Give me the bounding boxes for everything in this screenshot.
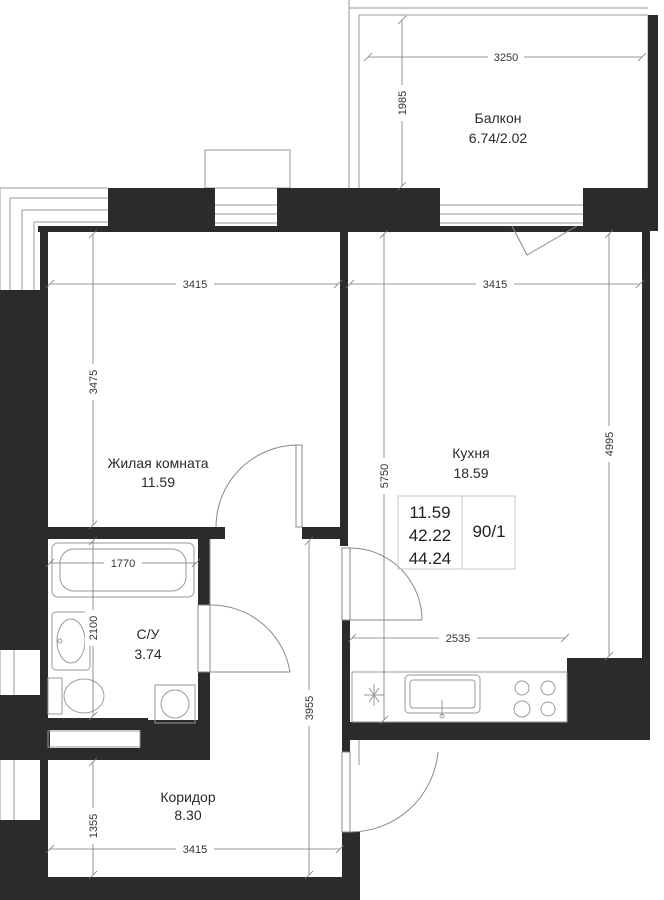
dim-corridor-depth: 1355 [88,814,100,838]
kitchen-name: Кухня [452,445,489,461]
washing-machine [154,684,196,724]
gas-icon [364,684,384,706]
bath-door-leaf [197,604,211,673]
dim-kitchen-depth-left: 5750 [379,464,391,488]
dim-kitchen-depth-right: 4995 [604,432,616,456]
summary-total-area: 42.22 [409,526,452,545]
bathroom-name: С/У [137,626,160,642]
toilet-bowl [63,678,105,714]
dimension-labels: 3250 1985 3415 3475 3415 5750 4995 2535 … [85,50,617,856]
dim-corridor-length: 3955 [304,696,316,720]
entrance-door-leaf [341,751,351,833]
corridor-name: Коридор [160,789,216,805]
windows [215,204,583,224]
bathtub [51,542,195,598]
summary-ratio: 90/1 [472,522,505,541]
dim-corridor-width: 3415 [183,844,207,856]
dim-balcony-width: 3250 [494,52,518,64]
window-box [204,149,291,189]
dim-kitchen-width: 3415 [483,279,507,291]
balcony-name: Балкон [475,110,522,126]
summary-box: 11.59 42.22 44.24 90/1 [397,495,516,570]
balcony-area: 6.74/2.02 [469,130,528,146]
outer-thin-lines [0,187,360,820]
balcony-rail-wall [648,15,658,193]
dim-bath-width: 1770 [111,558,135,570]
dim-kitchen-counter: 2535 [446,633,470,645]
living-name: Жилая комната [107,455,208,471]
room-labels: Балкон 6.74/2.02 Жилая комната 11.59 Кух… [107,110,527,823]
dim-balcony-depth: 1985 [397,91,409,115]
walls [0,188,658,900]
dim-living-depth: 3475 [88,370,100,394]
balcony-outline [348,0,649,188]
kitchen-door-leaf [341,547,351,621]
summary-total-with-balcony: 44.24 [409,549,452,568]
hob-burner [514,680,530,696]
dim-living-width: 3415 [183,279,207,291]
corridor-area: 8.30 [174,807,201,823]
living-area: 11.59 [141,474,175,490]
toilet-tank [47,677,63,715]
kitchen-fixtures [351,671,568,723]
bathroom-area: 3.74 [134,646,161,662]
inner-outlines [47,539,211,748]
summary-living-area: 11.59 [409,503,450,522]
doors [197,225,578,833]
dim-bath-depth: 2100 [88,616,100,640]
kitchen-area: 18.59 [453,465,488,481]
kitchen-counter [351,671,568,723]
